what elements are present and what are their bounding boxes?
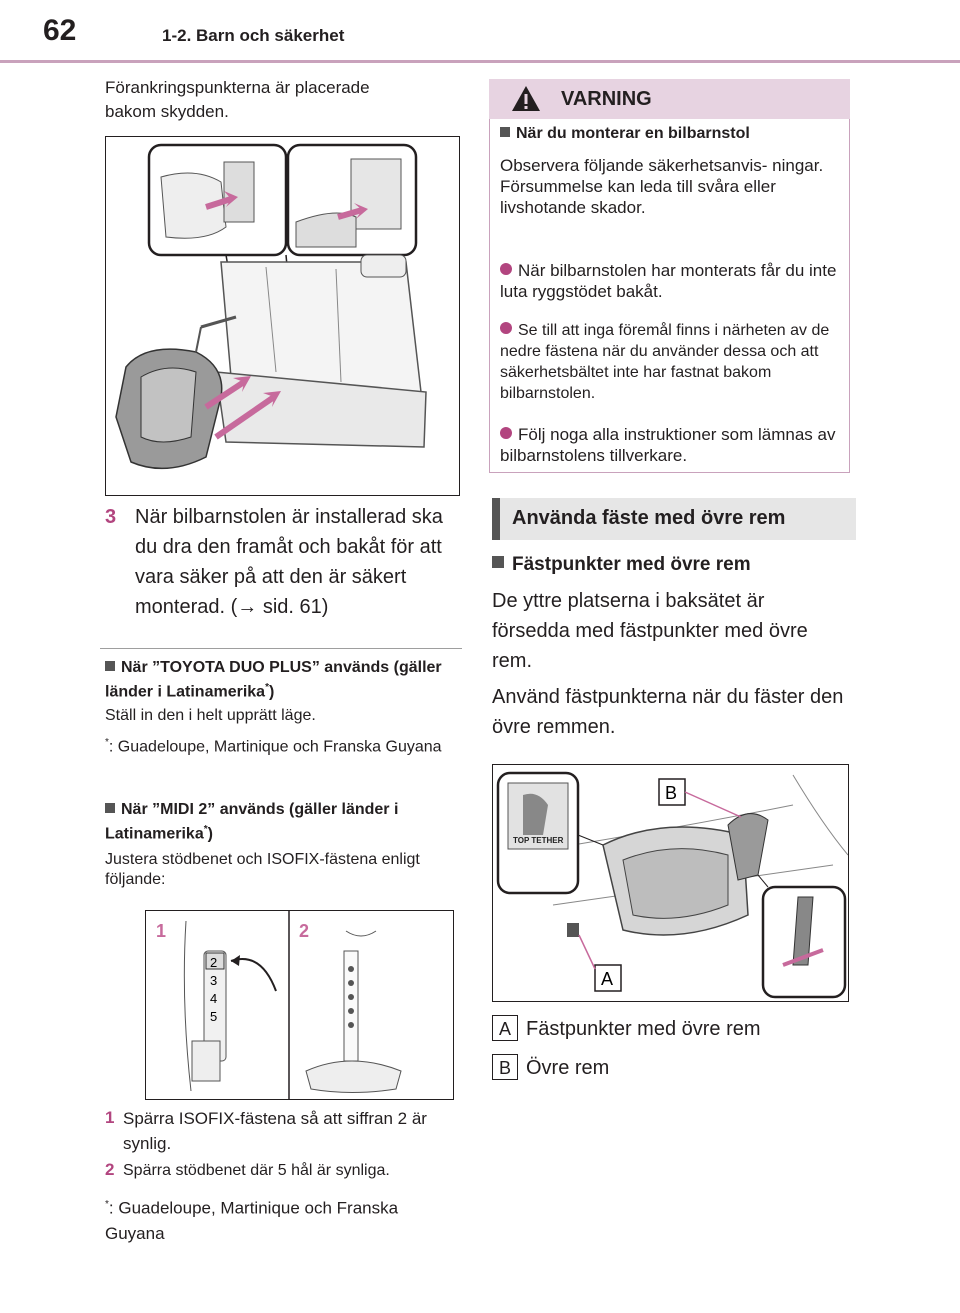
section-heading: Använda fäste med övre rem: [492, 498, 856, 540]
fig-label-2: 2: [299, 921, 309, 941]
footnote-2-text: : Guadeloupe, Martinique och Franska Guy…: [105, 1198, 399, 1243]
warning-bullet-2: Se till att inga föremål finns i närhete…: [500, 322, 830, 402]
step-3-text: När bilbarnstolen är installerad ska du …: [135, 506, 443, 618]
duo-heading-text: När ”TOYOTA DUO PLUS” används (gäller lä…: [105, 659, 442, 701]
fig-number-3: 3: [210, 973, 217, 988]
fig-tag-b: B: [665, 783, 677, 803]
midi-text: Justera stödbenet och ISOFIX-fästena enl…: [105, 851, 420, 888]
legend-b: B Övre rem: [492, 1053, 852, 1083]
duo-text: Ställ in den i helt upprätt läge.: [105, 707, 316, 724]
circle-bullet-icon: [500, 263, 512, 275]
circle-bullet-icon: [500, 427, 512, 439]
page-number: 62: [43, 14, 77, 47]
square-bullet-icon: [492, 556, 504, 568]
warning-subheading-text: När du monterar en bilbarnstol: [516, 125, 750, 142]
fig-number-4: 4: [210, 991, 217, 1006]
fig-label-1: 1: [156, 921, 166, 941]
header-rule: [0, 60, 960, 63]
fig-number-5: 5: [210, 1009, 217, 1024]
section-heading-text: Använda fäste med övre rem: [512, 507, 786, 529]
step-1-number: 1: [105, 1108, 115, 1127]
warning-title: VARNING: [561, 88, 652, 110]
intro-text: Förankringspunkterna är placerade bakom …: [105, 78, 370, 121]
warning-header: VARNING: [489, 79, 850, 119]
warning-bullet-3: Följ noga alla instruktioner som lämnas …: [500, 425, 836, 465]
footnote-1-text: : Guadeloupe, Martinique och Franska Guy…: [108, 738, 442, 756]
midi-adjustment-illustration: 1 2 2 3 4 5: [145, 910, 454, 1100]
warning-intro: Observera följande säkerhetsanvis- ninga…: [500, 156, 824, 217]
square-bullet-icon: [500, 127, 510, 137]
rear-seat-drawing: [115, 143, 427, 470]
legend-a: A Fästpunkter med övre rem: [492, 1014, 852, 1044]
fig-tag-a: A: [601, 969, 613, 989]
warning-triangle-icon: [512, 86, 540, 111]
midi-drawing: 1 2 2 3 4 5: [156, 911, 402, 1099]
duo-heading: När ”TOYOTA DUO PLUS” används (gäller lä…: [105, 659, 442, 701]
circle-bullet-icon: [500, 322, 512, 334]
top-tether-illustration: TOP TETHER B A: [492, 764, 849, 1002]
warning-bullet-1: När bilbarnstolen har monterats får du i…: [500, 261, 837, 301]
top-tether-text: TOP TETHER: [513, 836, 564, 845]
legend-a-text: Fästpunkter med övre rem: [526, 1018, 761, 1040]
step-3-number: 3: [105, 506, 117, 528]
step-2-text: Spärra stödbenet där 5 hål är synliga.: [123, 1162, 390, 1179]
midi-heading: När ”MIDI 2” används (gäller länder i La…: [105, 801, 399, 843]
footnote-1: *: Guadeloupe, Martinique och Franska Gu…: [105, 737, 442, 756]
step-2-number: 2: [105, 1160, 115, 1179]
legend-a-key: A: [492, 1015, 518, 1041]
sub-heading-text: Fästpunkter med övre rem: [512, 554, 751, 575]
step-1-text: Spärra ISOFIX-fästena så att siffran 2 ä…: [123, 1109, 427, 1153]
square-bullet-icon: [105, 661, 115, 671]
midi-heading-text: När ”MIDI 2” används (gäller länder i La…: [105, 801, 399, 843]
separator: [100, 648, 462, 649]
para-2: Använd fästpunkterna när du fäster den ö…: [492, 686, 844, 738]
square-bullet-icon: [105, 803, 115, 813]
fig-number-2: 2: [210, 955, 217, 970]
para-1: De yttre platserna i baksätet är försedd…: [492, 590, 808, 672]
step-3: 3: [105, 502, 465, 532]
rear-seat-illustration: [105, 136, 460, 496]
section-header: 1-2. Barn och säkerhet: [162, 26, 345, 45]
sub-heading: Fästpunkter med övre rem: [492, 554, 852, 576]
legend-b-text: Övre rem: [526, 1057, 610, 1079]
legend-b-key: B: [492, 1054, 518, 1080]
top-tether-drawing: TOP TETHER B A: [496, 771, 849, 999]
warning-subheading: När du monterar en bilbarnstol: [500, 124, 840, 144]
footnote-2: *: Guadeloupe, Martinique och Franska Gu…: [105, 1198, 399, 1243]
